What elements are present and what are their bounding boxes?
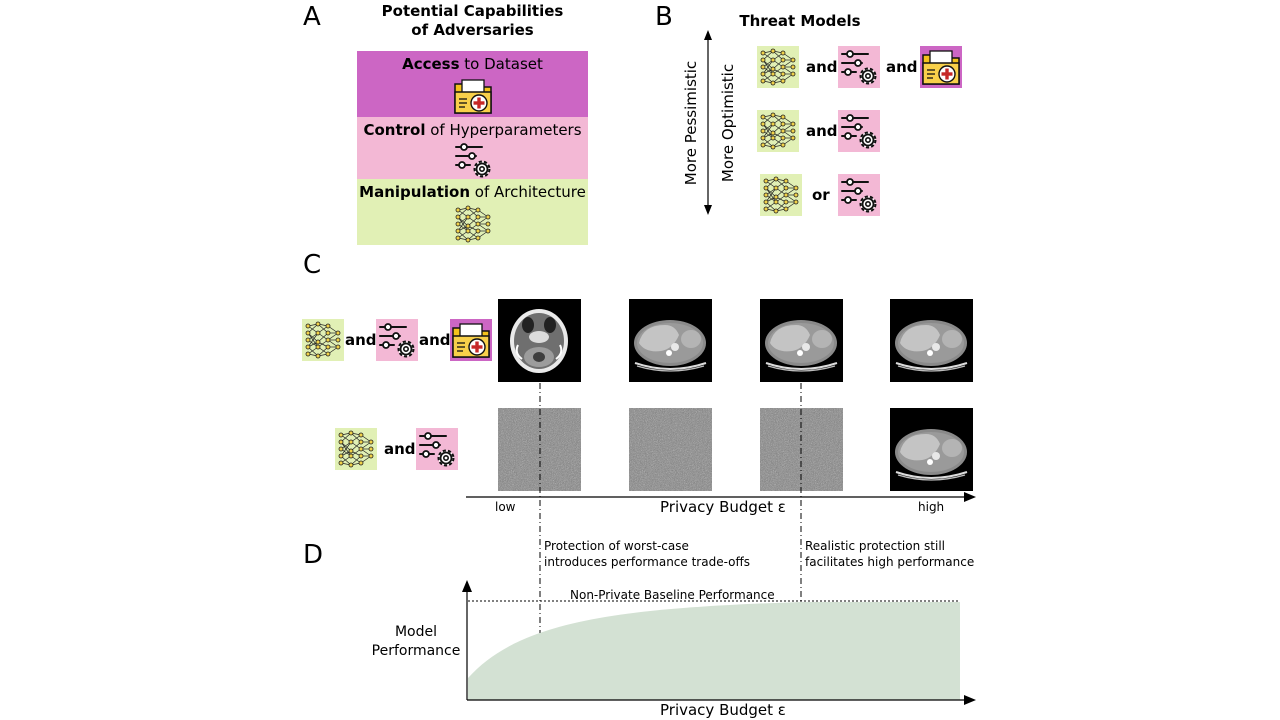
panel-letter-c: C <box>303 250 322 280</box>
b-row2-and: and <box>806 122 838 140</box>
b-row1-nn-box <box>757 46 799 88</box>
band-access-label: Access to Dataset <box>357 55 588 73</box>
band-control-rest: of Hyperparameters <box>425 121 582 139</box>
c-row1-sliders-box <box>376 319 418 361</box>
noise-image <box>629 408 712 491</box>
annotation-worst-case: Protection of worst-case introduces perf… <box>544 538 750 570</box>
band-manipulation-bold: Manipulation <box>359 183 471 201</box>
panel-b-axis <box>704 30 712 215</box>
annotation-realistic: Realistic protection still facilitates h… <box>805 538 974 570</box>
band-control: Control of Hyperparameters <box>357 117 588 179</box>
panel-a-title: Potential Capabilities of Adversaries <box>357 2 588 40</box>
b-row3-nn-box <box>760 174 802 216</box>
b-row2-sliders-box <box>838 110 880 152</box>
band-control-label: Control of Hyperparameters <box>357 121 588 139</box>
band-access: Access to Dataset <box>357 51 588 117</box>
band-access-rest: to Dataset <box>459 55 543 73</box>
c-axis-high: high <box>918 500 945 514</box>
panel-letter-d: D <box>303 540 324 570</box>
ct-image-head <box>498 299 581 382</box>
c-row1-nn-box <box>302 319 344 361</box>
c-row2-and: and <box>384 440 416 458</box>
panel-a-title-line1: Potential Capabilities <box>381 2 564 20</box>
d-ylabel-line1: Model <box>394 624 438 640</box>
b-row3-or: or <box>812 186 830 204</box>
panel-letter-a: A <box>303 2 321 32</box>
b-row1-and1: and <box>806 58 838 76</box>
c-row1-and1: and <box>345 331 377 349</box>
c-row1-folder-box <box>450 319 492 361</box>
c-row1-and2: and <box>419 331 451 349</box>
ct-image-abdomen <box>760 299 843 382</box>
c-axis-low: low <box>495 500 516 514</box>
band-manipulation: Manipulation of Architecture <box>357 179 588 245</box>
baseline-label: Non-Private Baseline Performance <box>570 588 775 602</box>
b-row2-nn-box <box>757 110 799 152</box>
c-axis-label: Privacy Budget ε <box>660 498 786 516</box>
annotation-realistic-line2: facilitates high performance <box>805 555 975 569</box>
c-row2-sliders-box <box>416 428 458 470</box>
b-row1-and2: and <box>886 58 918 76</box>
panel-a-title-line2: of Adversaries <box>411 21 534 39</box>
b-row1-sliders-box <box>838 46 880 88</box>
d-ylabel: Model Performance <box>366 623 466 661</box>
band-control-bold: Control <box>363 121 426 139</box>
ct-image-abdomen <box>890 408 973 491</box>
d-xlabel: Privacy Budget ε <box>660 701 786 719</box>
ct-image-abdomen <box>890 299 973 382</box>
c-row2-nn-box <box>335 428 377 470</box>
band-access-bold: Access <box>402 55 460 73</box>
panel-letter-b: B <box>655 2 673 32</box>
band-manipulation-label: Manipulation of Architecture <box>357 183 588 201</box>
annotation-worst-case-line1: Protection of worst-case <box>544 539 689 553</box>
b-row3-sliders-box <box>838 174 880 216</box>
band-manipulation-rest: of Architecture <box>470 183 586 201</box>
panel-b-title: Threat Models <box>739 12 861 30</box>
ct-image-abdomen <box>629 299 712 382</box>
d-ylabel-line2: Performance <box>371 643 461 659</box>
b-row1-folder-box <box>920 46 962 88</box>
annotation-realistic-line1: Realistic protection still <box>805 539 945 553</box>
annotation-worst-case-line2: introduces performance trade-offs <box>544 555 750 569</box>
